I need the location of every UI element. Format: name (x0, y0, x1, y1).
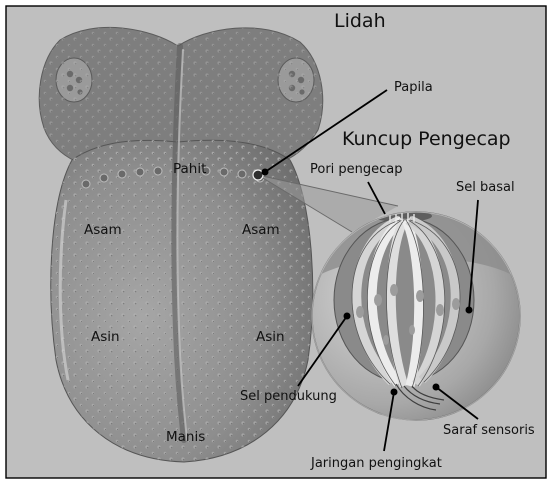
region-salty-left-label: Asin (91, 331, 120, 345)
region-bitter-label: Pahit (173, 163, 206, 177)
region-sour-left-label: Asam (84, 224, 122, 238)
taste-bud-cross-section (312, 210, 520, 420)
callout-saraf-sensoris: Saraf sensoris (443, 424, 535, 437)
callout-sel-pendukung: Sel pendukung (240, 390, 337, 403)
highlighted-papilla (253, 170, 263, 180)
region-sweet-label: Manis (166, 431, 205, 445)
callout-papila: Papila (394, 81, 433, 94)
callout-pori-pengecap: Pori pengecap (310, 163, 403, 176)
title-lidah: Lidah (334, 12, 386, 31)
region-salty-right-label: Asin (256, 331, 285, 345)
region-sour-right-label: Asam (242, 224, 280, 238)
callout-sel-basal: Sel basal (456, 181, 515, 194)
callout-jaringan-pengingkat: Jaringan pengingkat (311, 457, 442, 470)
subtitle-kuncup-pengecap: Kuncup Pengecap (342, 130, 511, 149)
